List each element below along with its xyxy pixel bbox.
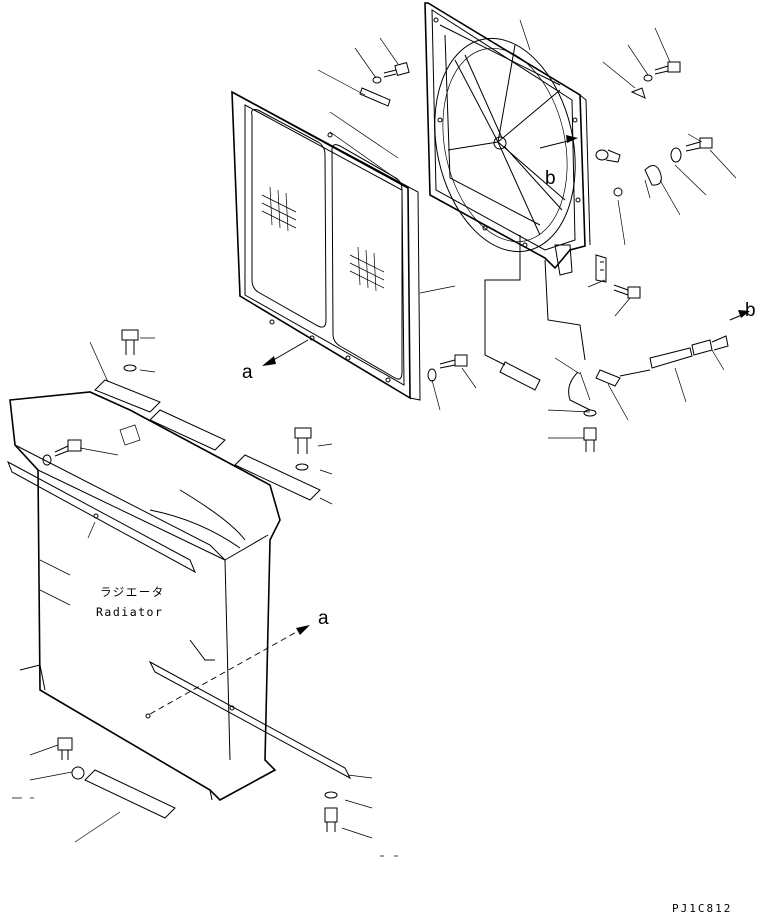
radiator-guard-screen xyxy=(231,90,421,401)
caption-english: Radiator xyxy=(96,605,163,619)
fan-shroud xyxy=(424,2,607,283)
brackets xyxy=(84,87,391,819)
drawing-code: PJ1C812 xyxy=(672,902,732,914)
label-a-bottom: a xyxy=(318,608,329,629)
air-bleed-hose xyxy=(484,235,729,411)
label-a-top: a xyxy=(242,362,253,383)
leader-lines xyxy=(12,19,737,857)
reference-arrows xyxy=(145,135,750,719)
label-b-hose: b xyxy=(745,300,756,321)
bolts-and-washers xyxy=(42,61,713,832)
radiator-core xyxy=(7,391,352,801)
label-b-fan: b xyxy=(545,168,556,189)
caption-japanese: ラジエータ xyxy=(100,585,165,599)
